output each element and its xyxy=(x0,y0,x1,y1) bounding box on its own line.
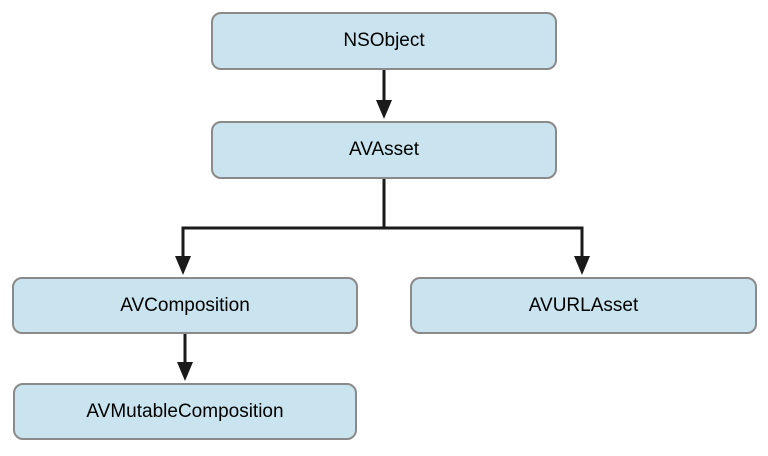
class-node-avurlasset: AVURLAsset xyxy=(410,277,757,334)
class-node-avasset: AVAsset xyxy=(211,121,557,179)
class-node-label: AVAsset xyxy=(348,139,420,160)
class-node-avmutablecomposition: AVMutableComposition xyxy=(13,383,357,440)
class-node-label: NSObject xyxy=(343,30,425,51)
class-node-nsobject: NSObject xyxy=(211,12,557,70)
arrow-avasset-to-avcomposition xyxy=(175,226,191,275)
arrow-avasset-to-avurlasset xyxy=(574,226,590,275)
class-node-avcomposition: AVComposition xyxy=(12,277,358,334)
class-node-label: AVURLAsset xyxy=(528,294,639,316)
arrow-nsobject-to-avasset xyxy=(376,70,392,119)
arrow-avcomposition-to-avmutablecomposition xyxy=(177,333,193,381)
class-node-label: AVComposition xyxy=(120,294,250,316)
branch-avasset xyxy=(181,179,584,230)
class-node-label: AVMutableComposition xyxy=(86,400,284,422)
